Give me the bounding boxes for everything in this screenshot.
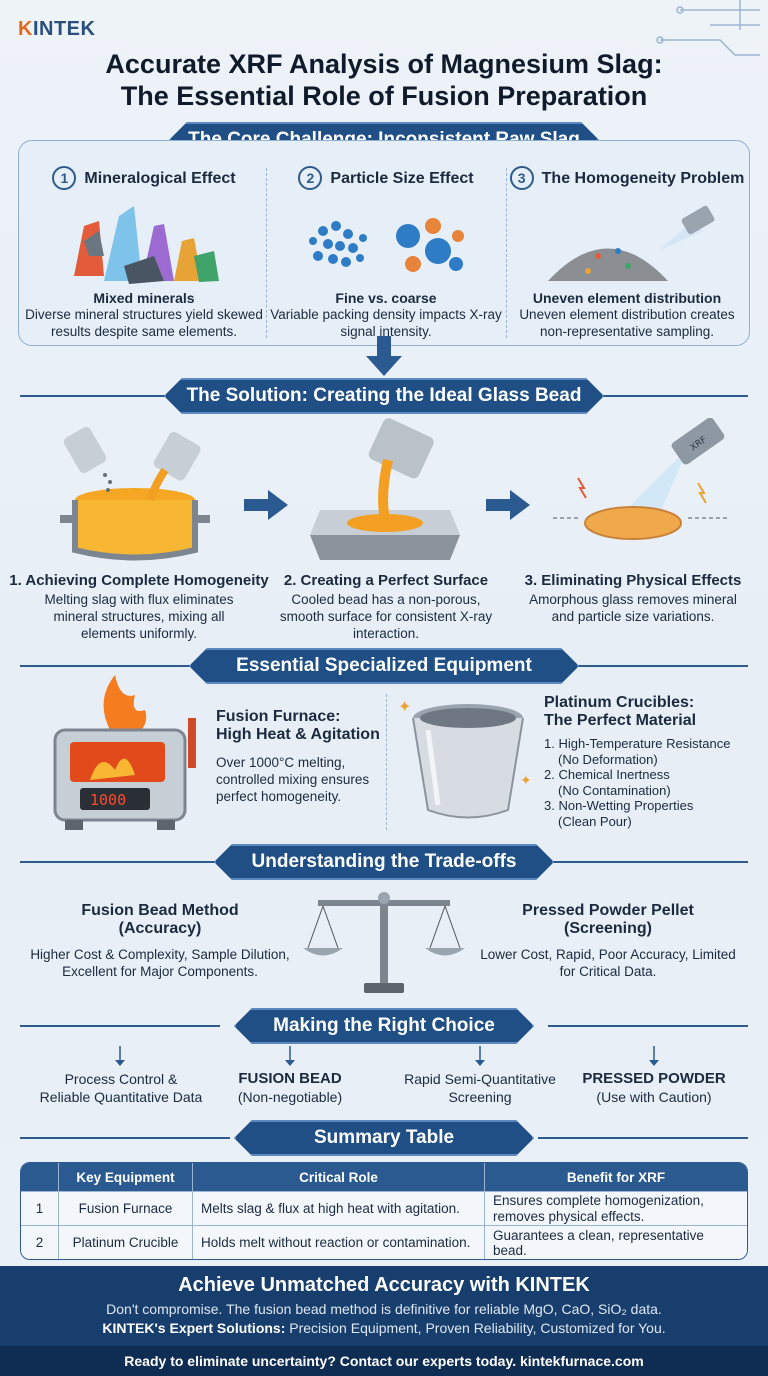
footer-line-1: Don't compromise. The fusion bead method… (106, 1301, 662, 1317)
crucible-info: Platinum Crucibles: The Perfect Material… (544, 694, 731, 829)
equipment-banner: Essential Specialized Equipment (0, 646, 768, 686)
choice-fusion-bead: FUSION BEAD(Non-negotiable) (237, 1070, 343, 1105)
divider (386, 694, 387, 830)
table-row: 1 Fusion Furnace Melts slag & flux at hi… (21, 1191, 747, 1225)
furnace-info: Fusion Furnace: High Heat & Agitation Ov… (216, 708, 380, 804)
choice-pressed-powder: PRESSED POWDER(Use with Caution) (582, 1070, 726, 1105)
right-arrow-icon (486, 490, 530, 520)
number-badge: 2 (298, 166, 323, 190)
page-title: Accurate XRF Analysis of Magnesium Slag:… (105, 49, 663, 111)
footer: Achieve Unmatched Accuracy with KINTEK D… (0, 1266, 768, 1376)
melting-pot-icon (60, 427, 210, 561)
crystals-icon (74, 206, 219, 284)
footer-cta[interactable]: Ready to eliminate uncertainty? Contact … (0, 1346, 768, 1376)
table-header: Critical Role (193, 1163, 485, 1191)
divider (266, 168, 267, 338)
svg-text:✦: ✦ (398, 699, 411, 716)
choice-process-control: Process Control &Reliable Quantitative D… (39, 1071, 203, 1105)
slag-pile-icon (548, 205, 715, 281)
solution-step-1: 1. Achieving Complete Homogeneity Meltin… (9, 572, 269, 641)
tradeoff-pressed: Pressed Powder Pellet (Screening) Lower … (480, 902, 736, 979)
pouring-mold-icon (310, 418, 460, 560)
footer-line-2: KINTEK's Expert Solutions: Precision Equ… (102, 1320, 666, 1336)
choice-connectors (115, 1046, 659, 1066)
solution-step-3: 3. Eliminating Physical Effects Amorphou… (524, 572, 742, 624)
solution-step-2: 2. Creating a Perfect Surface Cooled bea… (279, 572, 493, 641)
table-header: Benefit for XRF (485, 1163, 747, 1191)
platinum-crucible-icon: ✦ ✦ (398, 699, 532, 819)
right-arrow-icon (244, 490, 288, 520)
number-badge: 3 (509, 166, 534, 190)
down-arrow-icon (366, 336, 402, 376)
footer-headline: Achieve Unmatched Accuracy with KINTEK (178, 1274, 590, 1296)
choice-banner: Making the Right Choice (0, 1006, 768, 1046)
fusion-furnace-icon: 1000 (53, 675, 196, 830)
svg-text:1000: 1000 (90, 791, 126, 809)
balance-scale-icon (303, 892, 465, 993)
table-header: Key Equipment (59, 1163, 193, 1191)
challenge-panel (18, 140, 750, 346)
summary-table: Key Equipment Critical Role Benefit for … (20, 1162, 748, 1260)
glass-bead-icon: XRF (553, 418, 728, 540)
svg-text:✦: ✦ (520, 772, 532, 788)
solution-banner: The Solution: Creating the Ideal Glass B… (0, 376, 768, 416)
tradeoff-fusion: Fusion Bead Method (Accuracy) Higher Cos… (30, 902, 290, 979)
table-header (21, 1163, 59, 1191)
kintek-logo: KINTEK (18, 18, 96, 40)
tradeoffs-banner: Understanding the Trade-offs (0, 842, 768, 882)
summary-banner: Summary Table (0, 1118, 768, 1158)
number-badge: 1 (52, 166, 77, 190)
particles-icon (309, 218, 464, 272)
circuit-decoration (656, 0, 760, 56)
table-row: 2 Platinum Crucible Holds melt without r… (21, 1225, 747, 1259)
divider (506, 168, 507, 338)
